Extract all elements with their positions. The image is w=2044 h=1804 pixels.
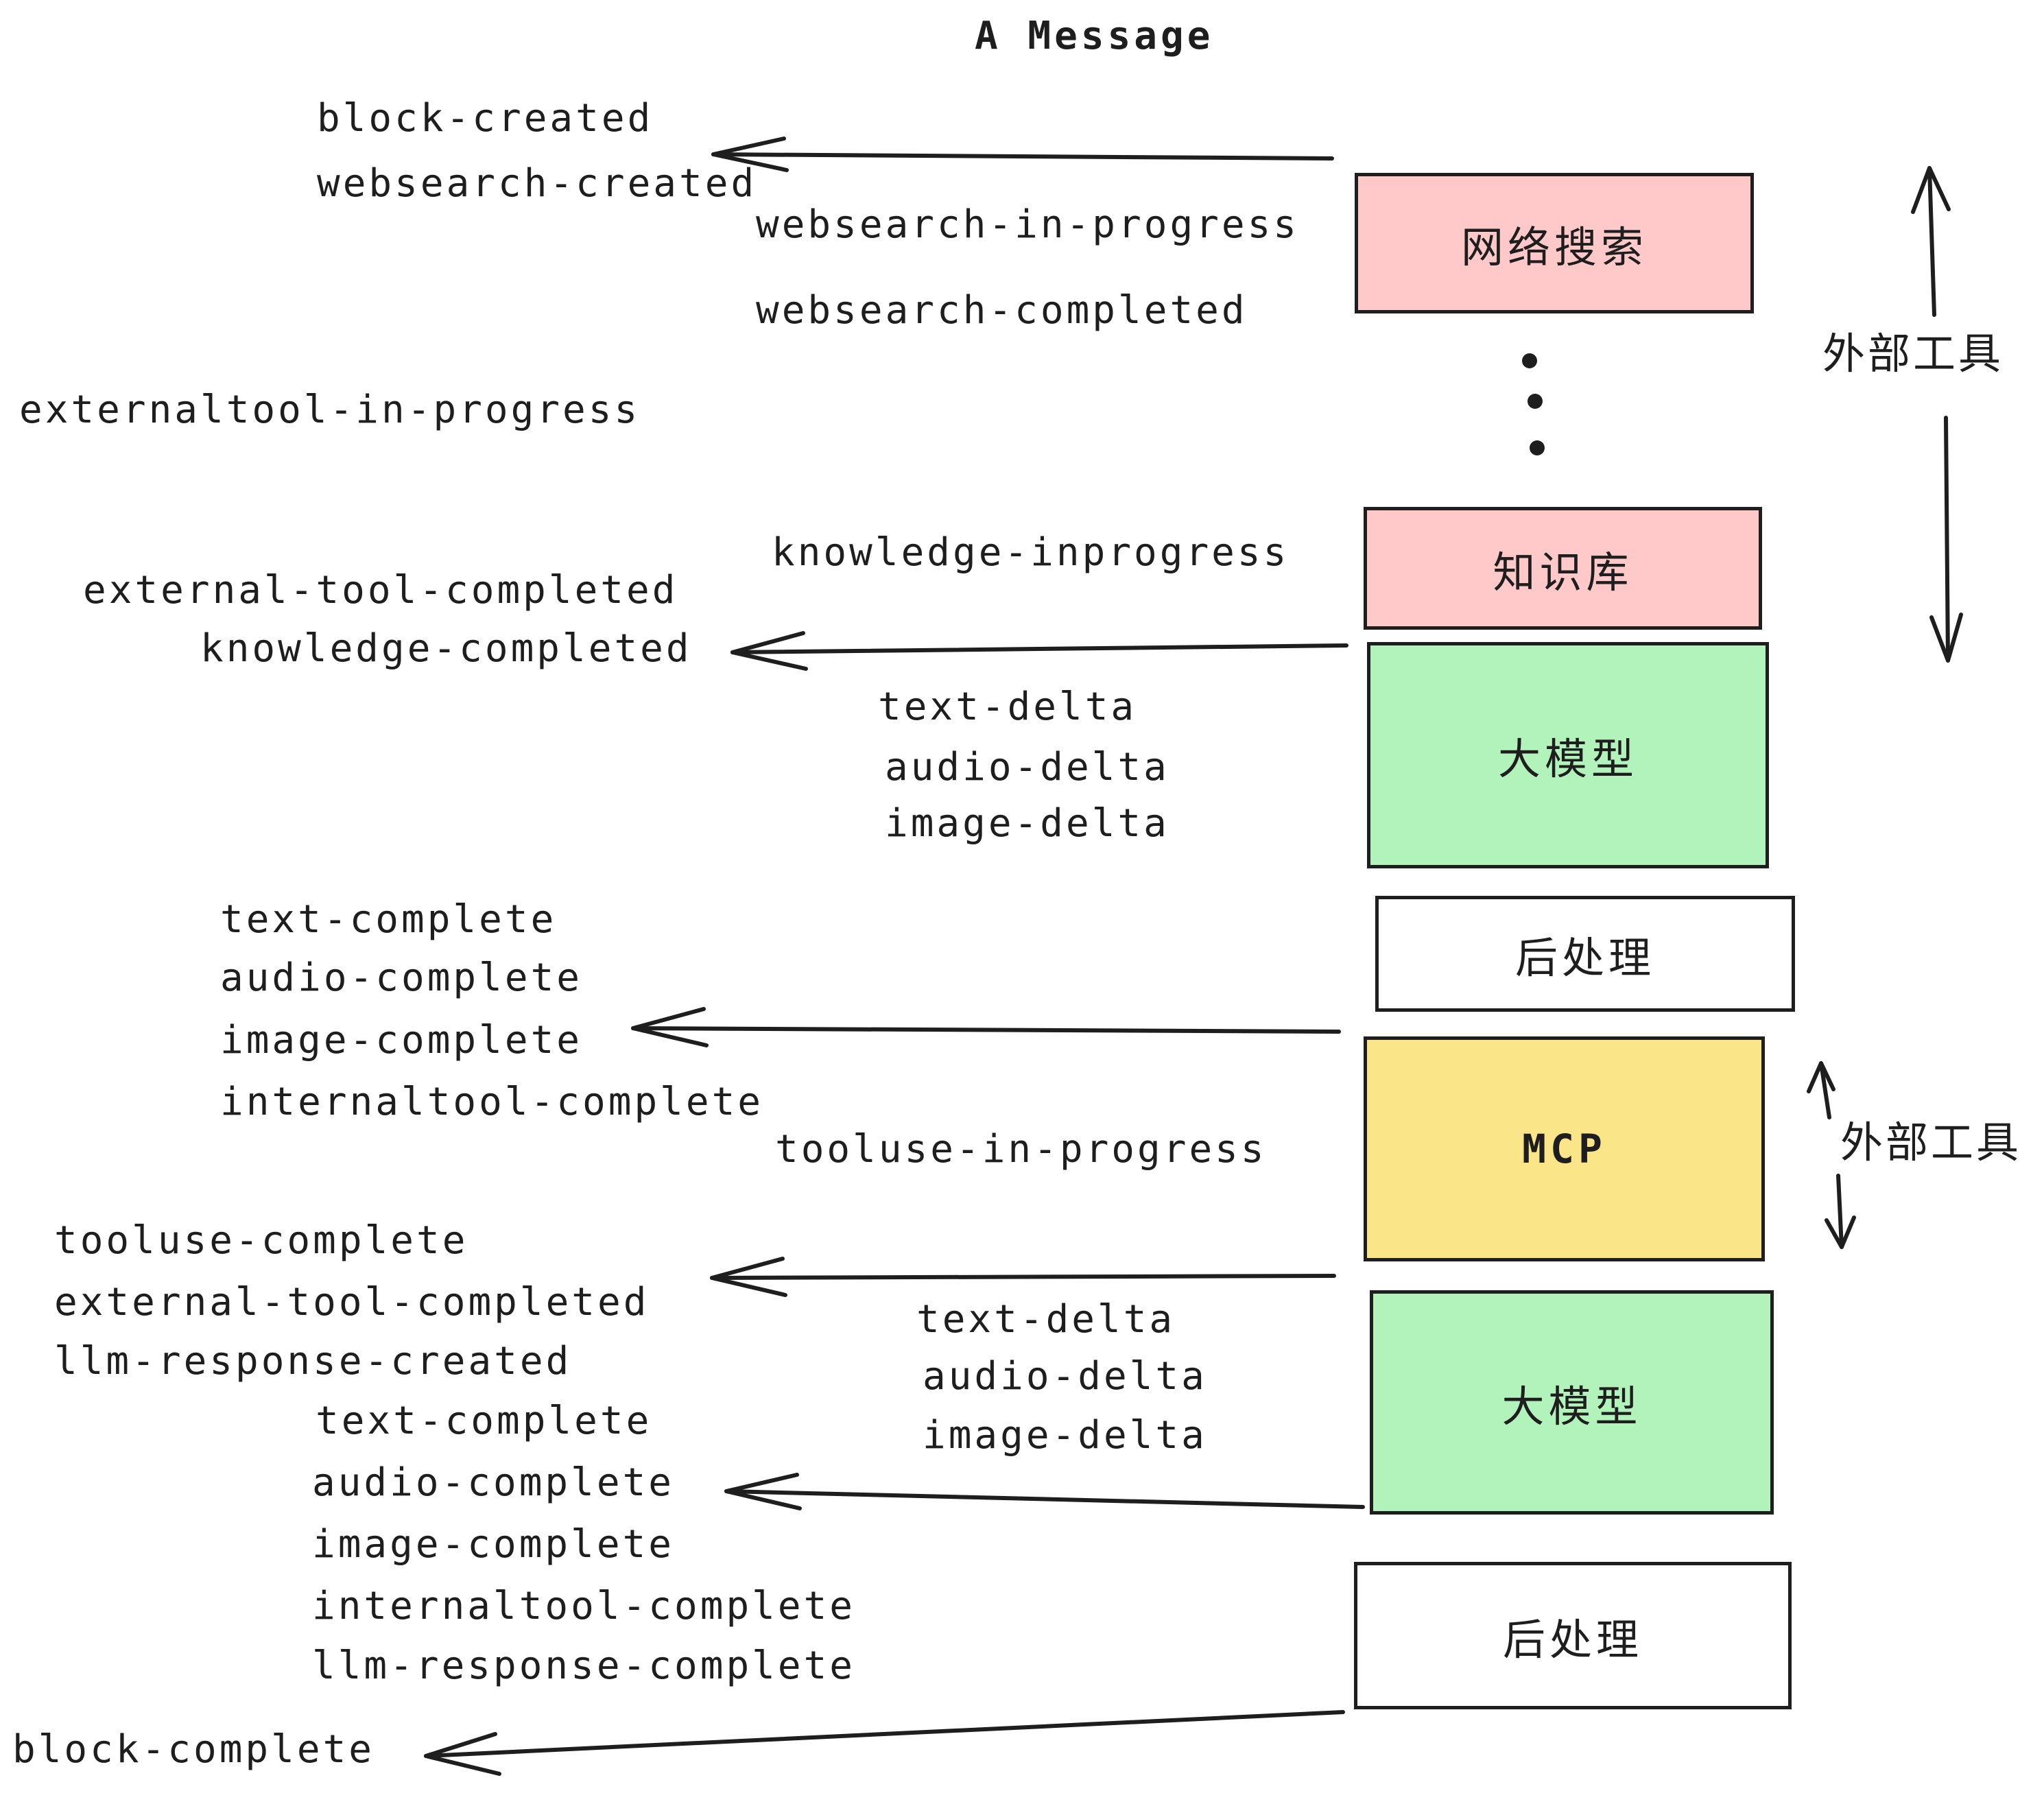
box-postprocess-1: 后处理 xyxy=(1375,896,1795,1012)
label-external-tools-top: 外部工具 xyxy=(1822,329,2004,379)
label-block-created: block-created xyxy=(317,96,654,141)
box-llm-2: 大模型 xyxy=(1370,1290,1774,1515)
arrow-external-tools-mcp-up xyxy=(1807,1061,1835,1119)
ellipsis-dots-icon xyxy=(1522,353,1545,455)
arrow-external-tools-mcp-down xyxy=(1825,1174,1856,1249)
label-llm-response-complete: llm-response-complete xyxy=(312,1643,856,1688)
box-mcp: MCP xyxy=(1364,1036,1765,1261)
arrow-block-complete xyxy=(424,1710,1345,1776)
label-block-complete: block-complete xyxy=(12,1727,375,1772)
label-text-complete-1: text-complete xyxy=(220,897,557,942)
label-audio-complete-2: audio-complete xyxy=(312,1460,675,1505)
arrow-knowledge-completed xyxy=(730,631,1348,671)
box-knowledge: 知识库 xyxy=(1364,507,1762,630)
label-internaltool-complete-1: internaltool-complete xyxy=(220,1080,764,1124)
label-audio-complete-1: audio-complete xyxy=(220,956,583,1000)
label-websearch-in-progress: websearch-in-progress xyxy=(756,202,1300,247)
label-audio-delta-2: audio-delta xyxy=(923,1354,1207,1399)
label-externaltool-in-progress: externaltool-in-progress xyxy=(19,388,641,432)
box-postprocess-2: 后处理 xyxy=(1354,1562,1792,1709)
label-internaltool-complete-2: internaltool-complete xyxy=(312,1584,856,1628)
arrow-tooluse-complete xyxy=(710,1257,1336,1297)
label-text-delta-1: text-delta xyxy=(878,685,1137,729)
label-text-complete-2: text-complete xyxy=(316,1399,652,1443)
label-external-tools-bottom: 外部工具 xyxy=(1840,1117,2022,1167)
box-llm-1: 大模型 xyxy=(1367,642,1769,868)
label-knowledge-completed: knowledge-completed xyxy=(200,626,692,671)
arrow-audio-complete xyxy=(724,1473,1365,1510)
label-llm-response-created: llm-response-created xyxy=(54,1339,572,1384)
label-websearch-completed: websearch-completed xyxy=(756,288,1248,333)
label-image-complete-2: image-complete xyxy=(312,1522,675,1567)
label-knowledge-inprogress: knowledge-inprogress xyxy=(772,530,1290,575)
label-tooluse-complete: tooluse-complete xyxy=(54,1218,468,1263)
arrow-block-created xyxy=(711,137,1334,172)
label-image-complete-1: image-complete xyxy=(220,1018,583,1063)
label-external-tool-completed: external-tool-completed xyxy=(83,568,678,613)
arrow-image-complete xyxy=(631,1007,1341,1047)
label-image-delta-1: image-delta xyxy=(885,801,1169,846)
label-tooluse-in-progress: tooluse-in-progress xyxy=(775,1127,1267,1172)
arrow-external-tools-top-down xyxy=(1929,416,1963,663)
arrow-external-tools-top-up xyxy=(1911,166,1951,317)
label-image-delta-2: image-delta xyxy=(923,1413,1207,1458)
box-websearch: 网络搜索 xyxy=(1355,173,1754,313)
label-audio-delta-1: audio-delta xyxy=(885,745,1169,790)
label-external-tool-completed-2: external-tool-completed xyxy=(54,1280,650,1325)
label-text-delta-2: text-delta xyxy=(916,1297,1176,1342)
label-websearch-created: websearch-created xyxy=(317,161,757,206)
diagram-title: A Message xyxy=(975,14,1214,58)
